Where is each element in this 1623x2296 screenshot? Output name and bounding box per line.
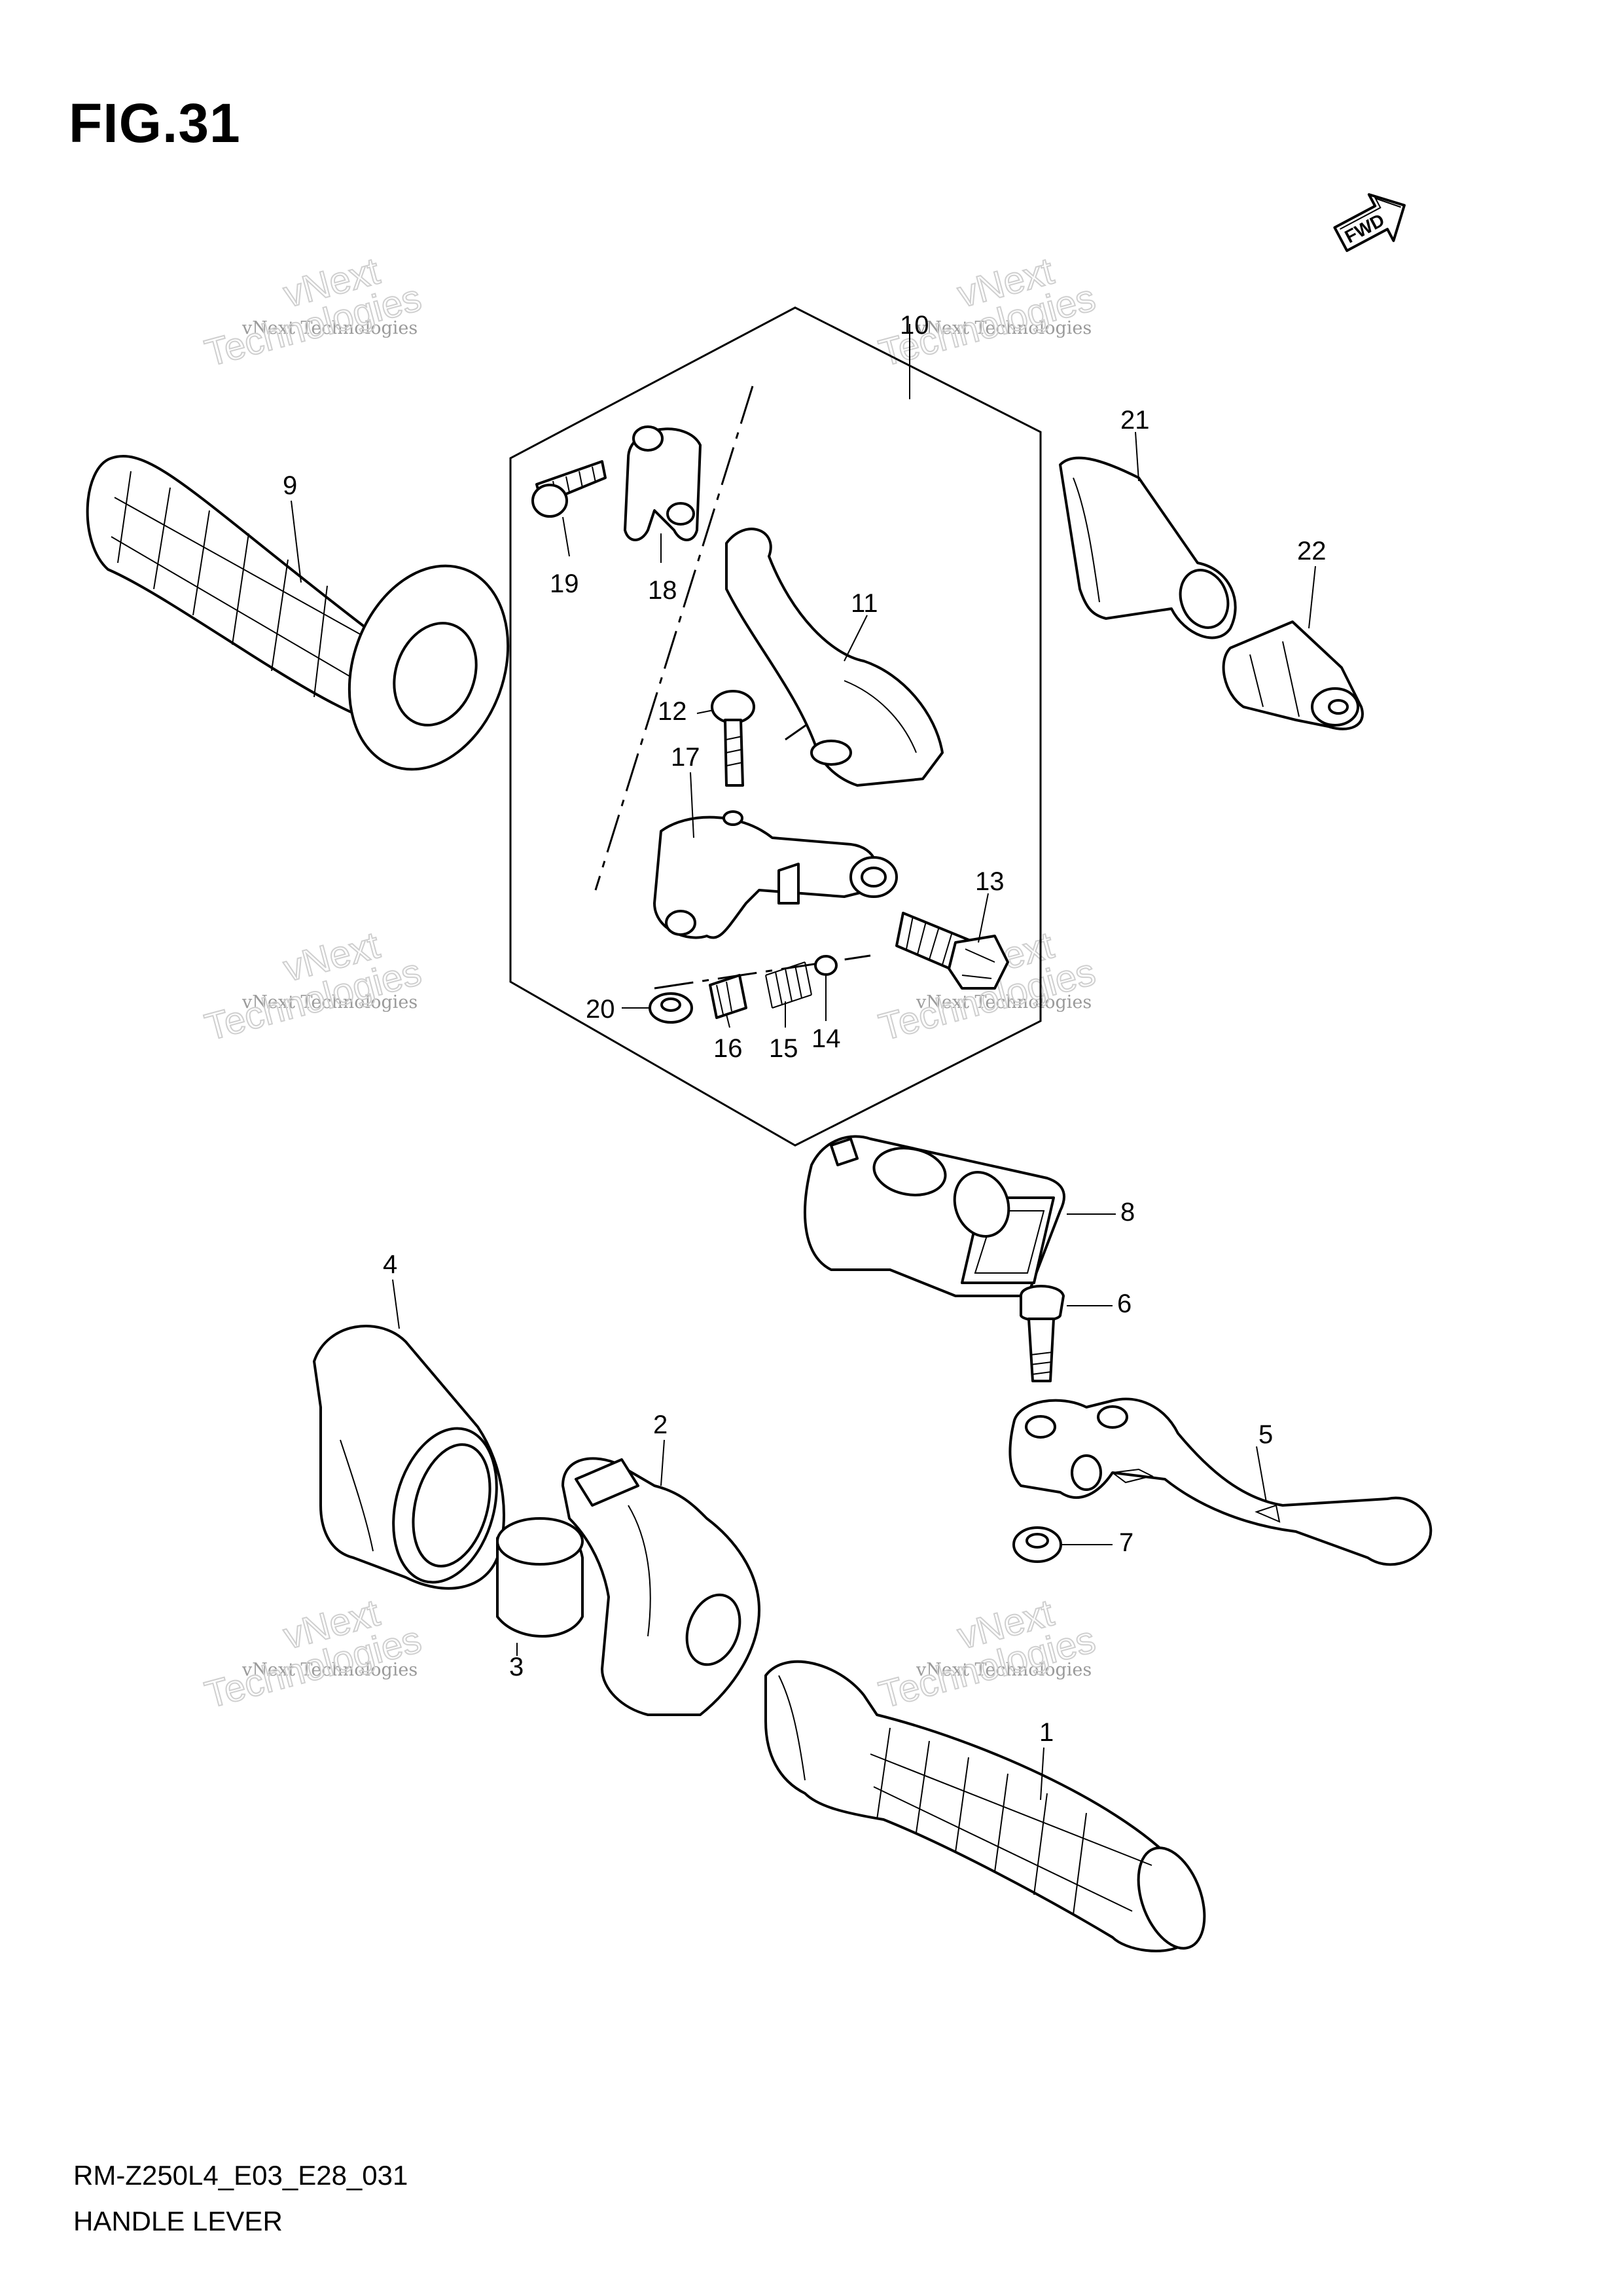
figure-caption: HANDLE LEVER	[73, 2206, 283, 2236]
watermark-line1: vNext Technologies	[916, 318, 1092, 338]
watermark-line1: vNext Technologies	[916, 1660, 1092, 1680]
callout-6: 6	[1117, 1289, 1132, 1318]
callout-15: 15	[769, 1034, 798, 1063]
callout-13: 13	[975, 867, 1005, 896]
callout-11: 11	[851, 589, 878, 618]
pivot-bolt	[1020, 1285, 1065, 1382]
bolt-19	[531, 460, 607, 518]
nut-20	[649, 992, 693, 1024]
watermark: vNext vNext Technologies Technologies	[200, 1590, 427, 1717]
callout-18: 18	[648, 576, 677, 605]
callout-2: 2	[653, 1410, 668, 1439]
watermark-line1: vNext Technologies	[241, 1660, 418, 1680]
watermark: vNext vNext Technologies Technologies	[200, 249, 427, 375]
switch-housing	[804, 1135, 1065, 1297]
pin-16	[709, 974, 747, 1019]
model-code: RM-Z250L4_E03_E28_031	[73, 2160, 408, 2191]
throttle-cover	[313, 1325, 505, 1590]
adjuster-nut	[1222, 620, 1364, 730]
spring-15	[765, 961, 812, 1009]
assembly-outline	[509, 306, 1042, 1147]
callout-10: 10	[900, 311, 929, 340]
callout-17: 17	[671, 743, 700, 772]
grip-right	[764, 1660, 1206, 1952]
bolt-12	[711, 690, 755, 787]
callout-5: 5	[1258, 1420, 1273, 1449]
figure-title: FIG.31	[69, 92, 241, 154]
throttle-housing	[562, 1457, 760, 1716]
clamp-bracket	[624, 425, 702, 541]
grip-left	[86, 455, 510, 771]
callout-12: 12	[658, 697, 687, 726]
ball-14	[814, 955, 838, 976]
watermark-line1: vNext Technologies	[241, 992, 418, 1013]
leader-lines	[291, 386, 1316, 1801]
callout-4: 4	[383, 1250, 397, 1279]
callout-3: 3	[509, 1653, 524, 1681]
callout-21: 21	[1120, 406, 1150, 435]
callout-19: 19	[550, 569, 579, 598]
cable-adjuster	[895, 912, 1009, 990]
brake-lever	[1008, 1397, 1433, 1566]
fwd-arrow-icon: FWD	[1333, 193, 1406, 252]
callout-8: 8	[1120, 1198, 1135, 1227]
callout-16: 16	[713, 1034, 743, 1063]
watermark-line1: vNext Technologies	[916, 992, 1092, 1013]
callouts: 9 10 21 22 11 19 18 12 17 13 20 16 15 14…	[283, 311, 1327, 1747]
callout-14: 14	[812, 1024, 841, 1053]
callout-1: 1	[1039, 1718, 1054, 1747]
watermark: vNext vNext Technologies Technologies	[200, 923, 427, 1049]
watermark: vNext vNext Technologies Technologies	[874, 249, 1101, 375]
clutch-lever	[725, 528, 944, 787]
nut-7	[1012, 1526, 1062, 1563]
callout-22: 22	[1297, 537, 1327, 565]
throttle-sleeve	[496, 1517, 584, 1638]
watermark-line1: vNext Technologies	[241, 318, 418, 338]
callout-7: 7	[1119, 1528, 1133, 1557]
callout-20: 20	[586, 995, 615, 1024]
callout-9: 9	[283, 471, 297, 500]
lever-holder	[653, 810, 898, 939]
watermark: vNext vNext Technologies Technologies	[874, 1590, 1101, 1717]
cable-cover	[1059, 456, 1237, 639]
